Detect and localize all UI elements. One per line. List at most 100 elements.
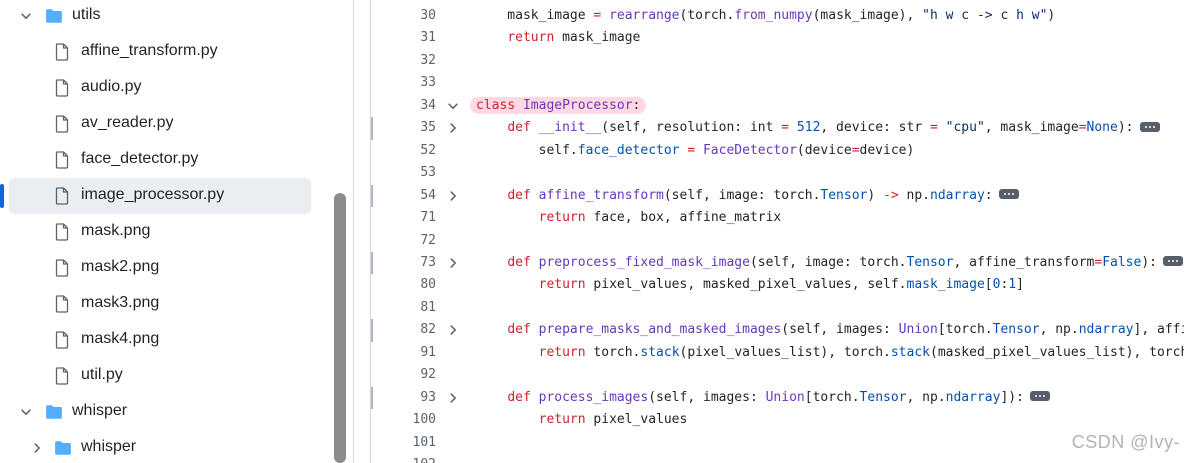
line-number[interactable]: 100	[412, 412, 436, 428]
line-number[interactable]: 31	[420, 30, 436, 46]
fold-toggle[interactable]	[446, 391, 458, 403]
sidebar-scrollbar-thumb[interactable]	[334, 193, 346, 463]
line-number[interactable]: 71	[420, 210, 436, 226]
tree-folder-row[interactable]: utils	[0, 0, 330, 34]
line-number[interactable]: 102	[374, 454, 436, 463]
code-token: 0	[992, 277, 1001, 293]
file-icon	[55, 151, 69, 169]
code-token: process_images	[538, 389, 649, 405]
tree-file-row[interactable]: mask.png	[0, 214, 330, 250]
code-line: 30 mask_image = rearrange(torch.from_num…	[354, 5, 1184, 28]
code-line: 34 class ImageProcessor:	[354, 95, 1184, 118]
fold-expand-icon[interactable]	[446, 189, 460, 203]
file-icon-wrap	[55, 367, 71, 385]
line-number[interactable]: 92	[420, 367, 436, 383]
line-number[interactable]: 93	[420, 389, 436, 405]
file-icon	[55, 295, 69, 313]
code-text: return torch.stack(pixel_values_list), t…	[476, 342, 1184, 365]
tree-file-row[interactable]: mask2.png	[0, 250, 330, 286]
code-line: 53	[354, 162, 1184, 185]
folded-code-ellipsis-icon[interactable]	[1029, 391, 1050, 402]
fold-toggle[interactable]	[446, 256, 458, 268]
code-token: stack	[890, 344, 930, 360]
tree-file-row[interactable]: util.py	[0, 358, 330, 394]
code-token: mask_image	[906, 277, 985, 293]
file-icon-wrap	[55, 331, 71, 349]
code-token: torch.	[585, 344, 641, 360]
tree-file-row[interactable]: face_detector.py	[0, 142, 330, 178]
line-number[interactable]: 54	[420, 187, 436, 203]
line-number[interactable]: 82	[420, 322, 436, 338]
code-token: )	[867, 187, 884, 203]
tree-folder-row[interactable]: whisper	[0, 394, 330, 430]
line-number[interactable]: 80	[420, 277, 436, 293]
tree-file-row[interactable]: affine_transform.py	[0, 34, 330, 70]
line-number[interactable]: 32	[420, 52, 436, 68]
tree-file-row[interactable]: mask3.png	[0, 286, 330, 322]
fold-expand-icon[interactable]	[446, 323, 460, 337]
line-number[interactable]: 34	[420, 97, 436, 113]
fold-toggle[interactable]	[446, 189, 458, 201]
fold-expand-icon[interactable]	[446, 121, 460, 135]
tree-file-row[interactable]: av_reader.py	[0, 106, 330, 142]
code-token: ndarray	[1078, 322, 1134, 338]
fold-toggle[interactable]	[446, 99, 458, 111]
code-line: 82 def prepare_masks_and_masked_images(s…	[354, 319, 1184, 342]
folded-code-ellipsis-icon[interactable]	[1139, 121, 1160, 132]
tree-item-label: whisper	[81, 438, 137, 455]
code-token: ->	[883, 187, 899, 203]
code-token: (self, images:	[781, 322, 899, 338]
line-number[interactable]: 52	[420, 142, 436, 158]
code-token	[601, 8, 609, 23]
code-token: pixel_values, masked_pixel_values, self.	[585, 277, 907, 293]
code-token: ]	[1016, 277, 1024, 293]
code-token	[476, 277, 539, 292]
code-line: 54 def affine_transform(self, image: tor…	[354, 184, 1184, 208]
code-line: 73 def preprocess_fixed_mask_image(self,…	[354, 251, 1184, 275]
tree-toggle[interactable]	[30, 441, 44, 455]
file-icon-wrap	[55, 295, 71, 313]
tree-toggle[interactable]	[19, 405, 33, 419]
folded-code-ellipsis-icon[interactable]	[998, 189, 1019, 200]
class-highlight: class ImageProcessor:	[470, 96, 647, 114]
line-number[interactable]: 30	[420, 8, 436, 23]
tree-toggle[interactable]	[19, 9, 33, 23]
code-token: FaceDetector	[702, 142, 797, 158]
fold-expand-icon[interactable]	[446, 256, 460, 270]
tree-file-row[interactable]: mask4.png	[0, 322, 330, 358]
folded-code-ellipsis-icon[interactable]	[1162, 256, 1183, 267]
code-token: __init__	[538, 120, 602, 136]
chevron-right-icon[interactable]	[30, 441, 44, 455]
tree-item-label: image_processor.py	[81, 186, 225, 203]
code-token: :	[632, 97, 641, 113]
line-number[interactable]: 81	[420, 299, 436, 315]
line-number[interactable]: 91	[420, 344, 436, 360]
code-token: def	[507, 322, 531, 338]
line-number[interactable]: 53	[420, 165, 436, 181]
tree-folder-row[interactable]: whisper	[0, 430, 330, 463]
code-token: mask_image	[476, 8, 594, 23]
code-token: ):	[1141, 254, 1157, 270]
line-number[interactable]: 101	[412, 434, 436, 450]
line-number[interactable]: 72	[420, 232, 436, 248]
code-token: (pixel_values_list), torch.	[679, 344, 891, 360]
fold-toggle[interactable]	[446, 323, 460, 337]
code-line: 102	[354, 454, 1184, 463]
code-token: np.	[898, 187, 931, 203]
fold-toggle[interactable]	[446, 121, 458, 133]
fold-expand-icon[interactable]	[446, 391, 460, 405]
code-line: 52 self.face_detector = FaceDetector(dev…	[354, 140, 1184, 163]
line-number[interactable]: 33	[420, 75, 436, 91]
line-number[interactable]: 73	[420, 254, 436, 270]
file-icon-wrap	[55, 187, 71, 205]
code-token: (self, image: torch.	[663, 187, 821, 203]
code-token: ):	[1117, 120, 1134, 136]
chevron-down-icon[interactable]	[19, 9, 33, 23]
fold-collapse-icon[interactable]	[446, 99, 460, 113]
chevron-down-icon[interactable]	[19, 405, 33, 419]
code-token: =	[781, 120, 790, 136]
tree-file-row[interactable]: audio.py	[0, 70, 330, 106]
tree-item-label: affine_transform.py	[81, 42, 218, 59]
line-number[interactable]: 35	[420, 120, 436, 136]
tree-file-row[interactable]: image_processor.py	[0, 178, 311, 214]
